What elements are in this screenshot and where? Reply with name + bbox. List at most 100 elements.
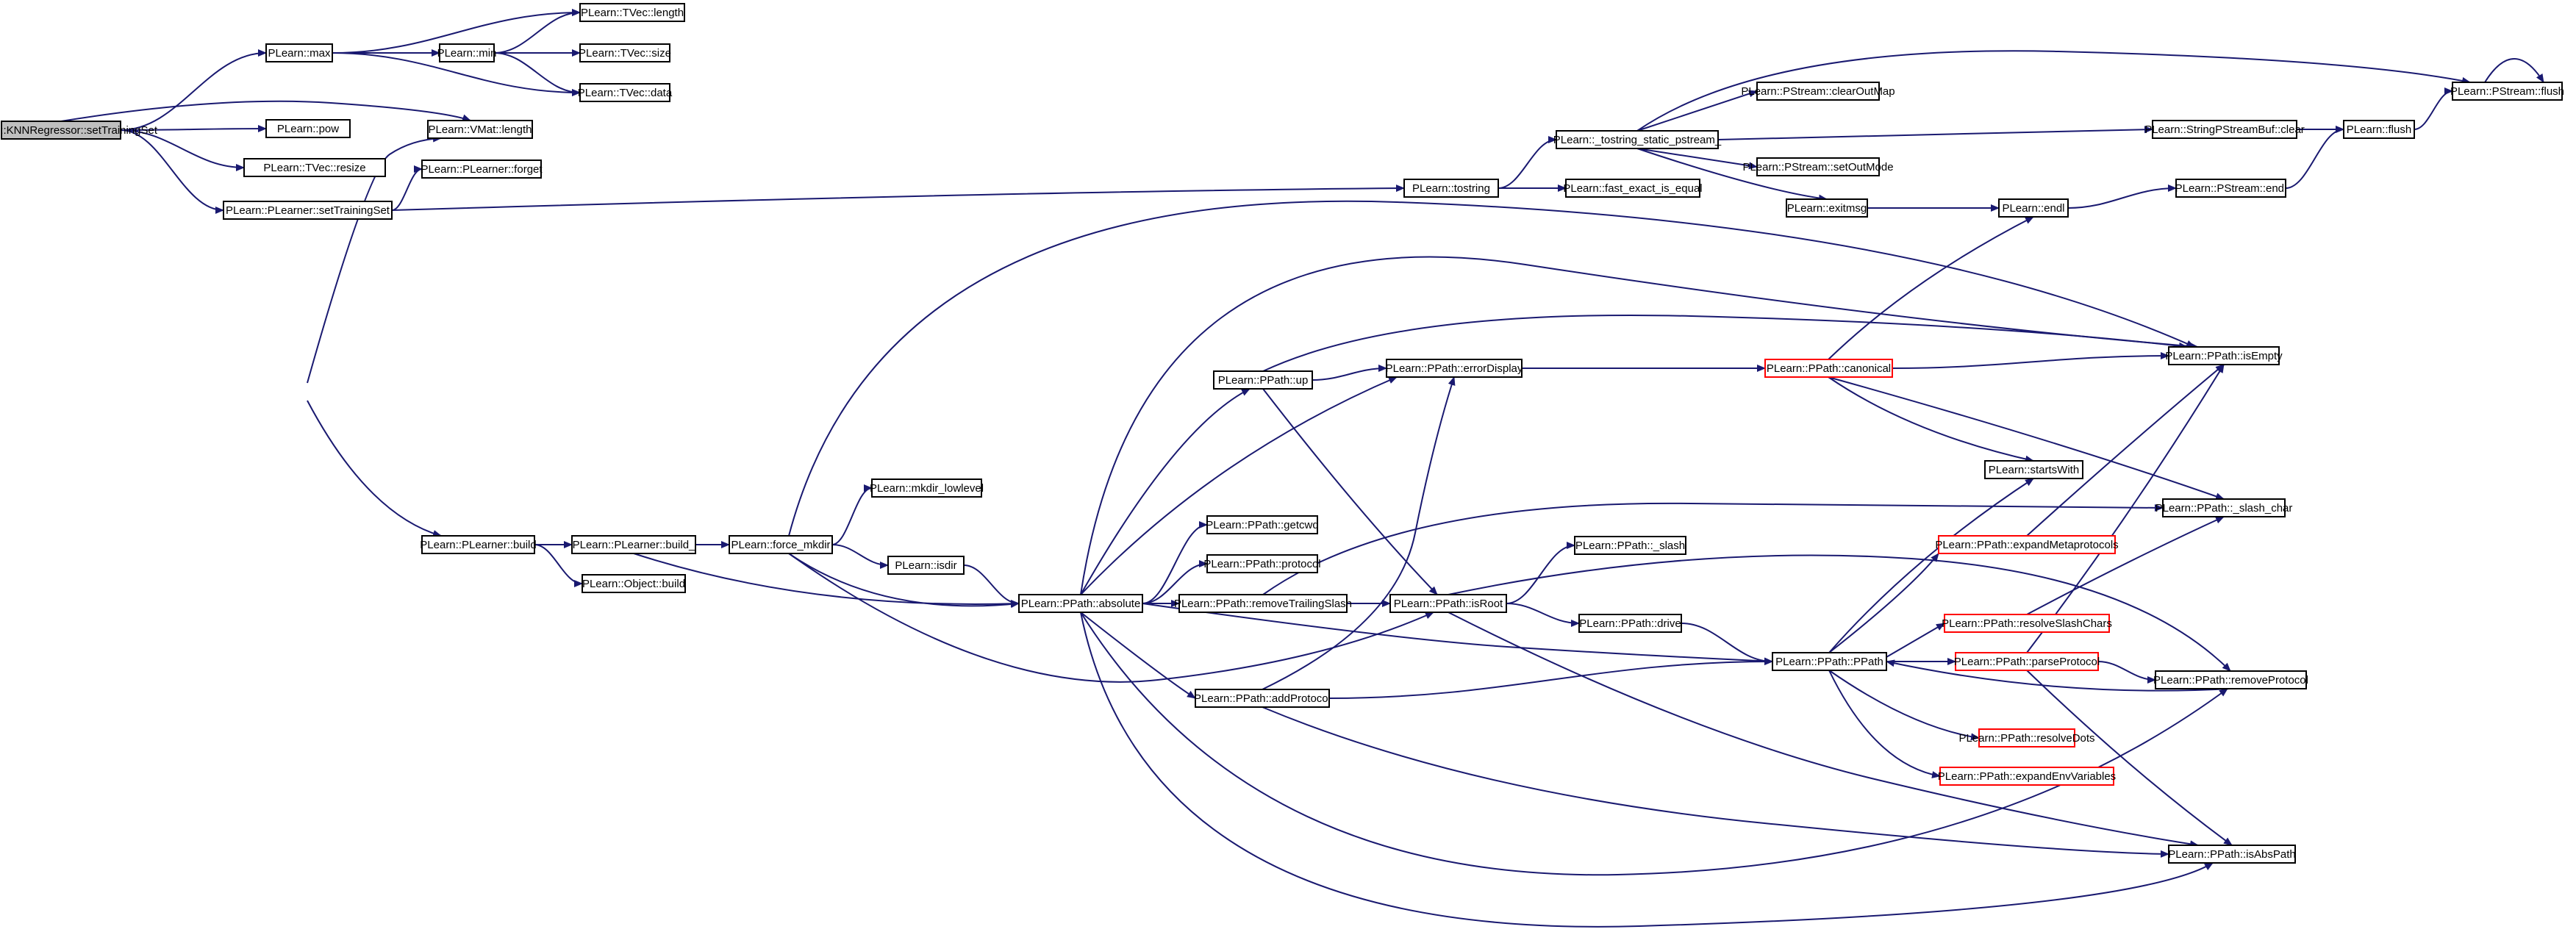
node-plearn-force-mkdir[interactable]: PLearn::force_mkdir — [729, 535, 833, 554]
edge-plearn-force-mkdir-to-plearn-ppath-isempty — [788, 200, 2195, 537]
node-plearn-ppath-absolute[interactable]: PLearn::PPath::absolute — [1018, 594, 1143, 613]
node-plearn-exitmsg[interactable]: PLearn::exitmsg — [1786, 198, 1868, 218]
edge-plearn-ppath-absolute-to-plearn-ppath-up — [1080, 388, 1251, 595]
edge-line — [120, 125, 267, 133]
node-plearn-ppath-resolvedots[interactable]: PLearn::PPath::resolveDots — [1958, 728, 2095, 748]
edge-plearn-ppath-up-to-plearn-ppath-errordisplay — [1312, 365, 1387, 381]
node-label: PLearn::pow — [277, 123, 339, 135]
node-plearn-plearner-forget[interactable]: PLearn::PLearner::forget — [421, 159, 543, 179]
node-label: PLearn::flush — [2347, 123, 2411, 136]
edge-line — [1080, 256, 2199, 595]
edge-line — [120, 129, 245, 171]
node-plearn-ppath-ppath[interactable]: PLearn::PPath::PPath — [1772, 652, 1887, 671]
edge-plearn-ppath-addprotocol-to-plearn-ppath-isabspath — [1262, 706, 2169, 858]
edge-plearn-force-mkdir-to-plearn-isdir — [831, 544, 889, 569]
node-plearn-knnregressor-settrainingset[interactable]: PLearn::KNNRegressor::setTrainingSet — [0, 121, 158, 140]
edge-line — [120, 49, 267, 131]
edge-plearn-plearner-build-to-plearn-object-build — [534, 544, 583, 587]
node-plearn-ppath-up[interactable]: PLearn::PPath::up — [1213, 370, 1313, 390]
node-plearn-ppath-canonical[interactable]: PLearn::PPath::canonical — [1764, 359, 1893, 378]
node-box — [729, 535, 833, 554]
node-plearn-ppath-removeprotocol[interactable]: PLearn::PPath::removeProtocol — [2153, 670, 2308, 689]
edge-plearn-knnregressor-settrainingset-to-plearn-pow — [120, 125, 267, 133]
edge-plearn-force-mkdir-to-plearn-ppath-isroot — [788, 553, 1434, 683]
edge-plearn-knnregressor-settrainingset-to-plearn-max — [120, 49, 267, 131]
edge-line — [1080, 612, 2214, 928]
edge-line — [1142, 560, 1208, 604]
node-plearn-flush[interactable]: PLearn::flush — [2343, 120, 2415, 139]
edge-plearn-tostring-static-pstream-to-plearn-stringpstreambuf-clear — [1717, 126, 2153, 140]
node-plearn-ppath-removetrailingslash[interactable]: PLearn::PPath::removeTrailingSlash — [1174, 594, 1352, 613]
edge-plearn-ppath-addprotocol-to-plearn-ppath-errordisplay — [1262, 376, 1456, 690]
edge-plearn-tostring-to-plearn-tostring-static-pstream — [1498, 136, 1557, 189]
node-plearn-min[interactable]: PLearn::min — [437, 43, 497, 62]
node-plearn-vmat-length[interactable]: PLearn::VMat::length — [427, 120, 533, 139]
edge-plearn-ppath-removetrailingslash-to-plearn-ppath-slash-char — [1262, 502, 2164, 595]
edge-plearn-tostring-static-pstream-to-plearn-pstream-clearoutmap — [1636, 90, 1758, 132]
node-box — [1565, 179, 1700, 198]
node-plearn-ppath-slash-char[interactable]: PLearn::PPath::_slash_char — [2155, 498, 2293, 517]
node-label: PLearn::force_mkdir — [731, 539, 830, 551]
node-box — [1764, 359, 1893, 378]
node-plearn-pstream-setoutmode[interactable]: PLearn::PStream::setOutMode — [1742, 157, 1894, 176]
node-plearn-tvec-length[interactable]: PLearn::TVec::length — [579, 3, 685, 22]
node-plearn-tvec-size[interactable]: PLearn::TVec::size — [579, 43, 671, 62]
edge-plearn-plearner-settrainingset-to-plearn-plearner-build — [307, 400, 442, 537]
node-label: PLearn::PPath::resolveDots — [1958, 732, 2094, 745]
edge-line — [1142, 521, 1208, 604]
node-plearn-plearner-build[interactable]: PLearn::PLearner::build_ — [571, 535, 696, 554]
edge-line — [788, 200, 2195, 537]
node-plearn-ppath-getcwd[interactable]: PLearn::PPath::getcwd — [1206, 515, 1319, 534]
node-plearn-plearner-build[interactable]: PLearn::PLearner::build — [420, 535, 537, 554]
node-plearn-ppath-errordisplay[interactable]: PLearn::PPath::errorDisplay — [1386, 359, 1523, 378]
edge-line — [1262, 502, 2164, 595]
node-plearn-stringpstreambuf-clear[interactable]: PLearn::StringPStreamBuf::clear — [2144, 120, 2305, 139]
node-plearn-tostring[interactable]: PLearn::tostring — [1403, 179, 1499, 198]
node-box — [1574, 536, 1686, 555]
node-plearn-max[interactable]: PLearn::max — [265, 43, 333, 62]
edge-line — [788, 553, 1434, 683]
node-plearn-isdir[interactable]: PLearn::isdir — [887, 556, 965, 575]
edge-line — [1312, 365, 1387, 381]
node-plearn-plearner-settrainingset[interactable]: PLearn::PLearner::setTrainingSet — [223, 201, 393, 220]
node-label: PLearn::PLearner::setTrainingSet — [226, 204, 390, 217]
node-plearn-ppath-isempty[interactable]: PLearn::PPath::isEmpty — [2165, 346, 2283, 365]
node-plearn-ppath-slash[interactable]: PLearn::PPath::_slash — [1574, 536, 1686, 555]
node-plearn-ppath-drive[interactable]: PLearn::PPath::drive — [1578, 614, 1682, 633]
node-label: PLearn::PLearner::forget — [421, 163, 543, 176]
node-plearn-tvec-resize[interactable]: PLearn::TVec::resize — [243, 158, 386, 177]
node-plearn-pstream-clearoutmap[interactable]: PLearn::PStream::clearOutMap — [1741, 82, 1895, 101]
node-plearn-ppath-isabspath[interactable]: PLearn::PPath::isAbsPath — [2168, 845, 2296, 864]
node-plearn-ppath-isroot[interactable]: PLearn::PPath::isRoot — [1389, 594, 1507, 613]
node-plearn-ppath-expandenvvariables[interactable]: PLearn::PPath::expandEnvVariables — [1938, 767, 2116, 786]
node-plearn-pow[interactable]: PLearn::pow — [265, 119, 351, 138]
node-box — [265, 119, 351, 138]
node-plearn-tvec-data[interactable]: PLearn::TVec::data — [578, 83, 673, 102]
edge-plearn-pstream-endl-to-plearn-flush — [2285, 126, 2344, 189]
node-plearn-ppath-resolveslashchars[interactable]: PLearn::PPath::resolveSlashChars — [1942, 614, 2112, 633]
node-label: PLearn::Object::build — [582, 578, 685, 590]
node-plearn-endl[interactable]: PLearn::endl — [1998, 198, 2069, 218]
edge-line — [1262, 706, 2169, 858]
node-box — [1389, 594, 1507, 613]
edge-plearn-ppath-canonical-to-plearn-endl — [1828, 216, 2034, 360]
edge-line — [1717, 126, 2153, 140]
edge-plearn-ppath-ppath-to-plearn-ppath-resolveslashchars — [1886, 623, 1945, 658]
node-plearn-ppath-parseprotocol[interactable]: PLearn::PPath::parseProtocol — [1954, 652, 2100, 671]
node-label: PLearn::KNNRegressor::setTrainingSet — [0, 124, 158, 137]
node-plearn-object-build[interactable]: PLearn::Object::build — [582, 574, 686, 593]
node-plearn-startswith[interactable]: PLearn::startsWith — [1984, 460, 2083, 479]
edge-line — [1636, 90, 1758, 132]
edge-plearn-ppath-ppath-to-plearn-ppath-expandenvvariables — [1828, 670, 1941, 778]
node-plearn-pstream-flush[interactable]: PLearn::PStream::flush — [2450, 82, 2564, 101]
node-plearn-tostring-static-pstream[interactable]: PLearn::_tostring_static_pstream_ — [1553, 130, 1722, 149]
node-plearn-ppath-addprotocol[interactable]: PLearn::PPath::addProtocol — [1194, 689, 1331, 708]
node-plearn-ppath-expandmetaprotocols[interactable]: PLearn::PPath::expandMetaprotocols — [1935, 535, 2119, 554]
node-plearn-pstream-endl[interactable]: PLearn::PStream::endl — [2175, 179, 2287, 198]
node-plearn-fast-exact-is-equal[interactable]: PLearn::fast_exact_is_equal — [1563, 179, 1703, 198]
edge-plearn-ppath-canonical-to-plearn-startswith — [1828, 376, 2034, 463]
edge-plearn-knnregressor-settrainingset-to-plearn-plearner-settrainingset — [120, 129, 224, 214]
node-box — [1955, 652, 2099, 671]
node-plearn-mkdir-lowlevel[interactable]: PLearn::mkdir_lowlevel — [870, 478, 984, 498]
node-plearn-ppath-protocol[interactable]: PLearn::PPath::protocol — [1203, 554, 1321, 573]
